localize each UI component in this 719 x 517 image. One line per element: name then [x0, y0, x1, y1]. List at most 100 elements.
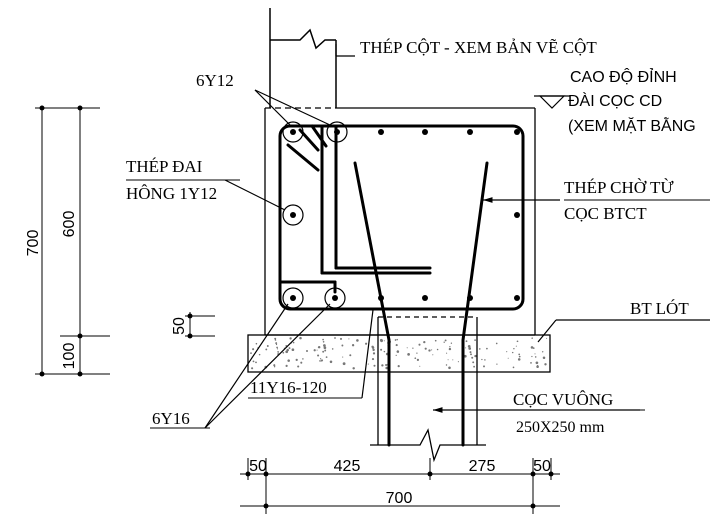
concrete-speckle [299, 336, 302, 340]
concrete-speckle [450, 342, 453, 344]
concrete-speckle [468, 347, 472, 350]
pile-cap-outline [264, 107, 536, 336]
concrete-speckle [536, 364, 539, 367]
concrete-speckle [423, 340, 426, 344]
concrete-speckle [356, 339, 359, 342]
concrete-speckle [517, 358, 521, 361]
concrete-speckle [322, 341, 325, 343]
concrete-speckle [275, 343, 278, 346]
top-elevation-label-3: (XEM MẶT BẰNG [568, 116, 696, 135]
column-steel-label: THÉP CỘT - XEM BẢN VẼ CỘT [360, 38, 597, 57]
concrete-speckle [302, 358, 304, 360]
concrete-speckle [467, 344, 471, 348]
concrete-speckle [300, 361, 303, 364]
concrete-speckle [546, 337, 548, 339]
concrete-speckle [396, 338, 398, 341]
concrete-speckle [331, 348, 334, 350]
top-bars-label: 6Y12 [196, 71, 234, 90]
concrete-speckle [274, 337, 277, 340]
concrete-speckle [418, 343, 421, 346]
concrete-speckle [383, 340, 385, 342]
concrete-speckle [292, 341, 295, 344]
dimension-cover: 50 [171, 317, 188, 335]
pile-dowel-label-1: THÉP CHỜ TỪ [564, 178, 674, 197]
waist-bar-label-1: THÉP ĐAI [126, 157, 203, 176]
concrete-speckle [252, 348, 255, 351]
concrete-speckle [274, 339, 277, 341]
concrete-speckle [316, 349, 318, 351]
leader-lines [204, 44, 710, 429]
concrete-speckle [518, 353, 521, 356]
concrete-speckle [320, 359, 324, 362]
concrete-speckle [470, 353, 472, 356]
concrete-speckle [365, 342, 368, 345]
dimension-bottom-1: 50 [249, 458, 267, 475]
concrete-speckle [329, 360, 333, 364]
concrete-speckle [348, 338, 350, 340]
concrete-speckle [447, 359, 449, 361]
concrete-speckle [474, 354, 477, 358]
pile-label-1: CỌC VUÔNG [513, 390, 613, 409]
concrete-speckle [266, 345, 269, 347]
bottom-bars-label: 6Y16 [152, 409, 190, 428]
concrete-speckle [465, 347, 467, 349]
concrete-speckle [484, 359, 486, 361]
concrete-speckle [469, 351, 472, 354]
concrete-speckle [449, 346, 451, 348]
concrete-speckle [317, 354, 320, 357]
concrete-speckle [544, 363, 547, 366]
concrete-speckle [275, 342, 278, 345]
concrete-speckle [367, 363, 369, 365]
concrete-speckle [530, 362, 532, 364]
concrete-speckle [412, 347, 414, 349]
concrete-speckle [472, 361, 475, 364]
concrete-speckle [452, 359, 454, 361]
concrete-speckle [323, 346, 327, 350]
concrete-speckle [372, 352, 376, 355]
concrete-speckle [431, 349, 433, 351]
pile-dowel-label-2: CỌC BTCT [564, 204, 647, 223]
concrete-speckle [416, 352, 418, 354]
concrete-speckle [397, 364, 400, 368]
concrete-speckle [436, 348, 439, 351]
dimension-height-base: 100 [61, 343, 78, 370]
concrete-speckle [317, 346, 320, 349]
concrete-speckle [448, 347, 452, 351]
concrete-speckle [323, 344, 326, 347]
concrete-speckle [297, 365, 300, 368]
concrete-speckle [289, 337, 292, 340]
concrete-speckle [341, 344, 344, 347]
pile-label-2: 250X250 mm [516, 419, 605, 436]
concrete-speckle [407, 353, 410, 356]
concrete-speckle [516, 340, 519, 343]
concrete-speckle [349, 354, 352, 357]
concrete-speckle [507, 357, 509, 359]
concrete-speckle [385, 366, 389, 370]
concrete-speckle [342, 356, 344, 358]
concrete-speckle [342, 362, 346, 366]
column-outline [269, 8, 337, 108]
concrete-speckle [395, 344, 398, 347]
concrete-speckle [416, 358, 420, 362]
main-rebar-cage [278, 124, 525, 311]
concrete-speckle [424, 347, 427, 350]
stirrups-label: 11Y16-120 [250, 378, 327, 397]
vertical-dimensions [35, 107, 215, 375]
concrete-speckle [380, 348, 383, 351]
concrete-speckle [478, 348, 481, 350]
concrete-speckle [406, 347, 408, 349]
concrete-speckle [448, 366, 451, 370]
concrete-speckle [255, 361, 257, 364]
concrete-speckle [265, 348, 268, 351]
concrete-speckle [306, 350, 308, 352]
concrete-speckle [319, 360, 321, 362]
concrete-speckle [434, 339, 437, 342]
concrete-speckle [536, 365, 539, 368]
concrete-speckle [481, 358, 483, 361]
concrete-speckle [381, 364, 384, 367]
concrete-speckle [534, 353, 536, 355]
concrete-speckle [276, 348, 279, 350]
concrete-speckle [252, 360, 255, 363]
concrete-speckle [473, 365, 475, 368]
concrete-speckle [339, 337, 343, 340]
